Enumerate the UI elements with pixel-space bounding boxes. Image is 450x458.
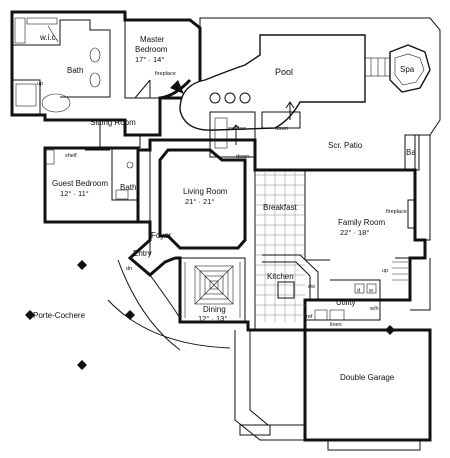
- label-breakfast: Breakfast: [263, 203, 298, 212]
- label-scr-patio: Scr. Patio: [328, 141, 363, 150]
- label-guest-bath: Bath: [120, 183, 136, 192]
- label-linen: linen: [330, 322, 342, 328]
- utility: [305, 279, 381, 321]
- label-double-garage: Double Garage: [340, 373, 395, 382]
- guest-wing: [45, 148, 138, 201]
- label-porte-cochere: Porte-Cochere: [33, 311, 86, 320]
- label-wet-bar: wet bar: [227, 126, 246, 132]
- label-down-patio: down: [275, 126, 288, 132]
- master-suite: [12, 17, 192, 115]
- label-guest-bedroom-dims: 12° · 11°: [60, 189, 89, 198]
- label-family-room-dims: 22° · 18°: [340, 228, 369, 237]
- label-master-bedroom-dims: 17° · 14°: [135, 55, 164, 64]
- label-master-bedroom-2: Bedroom: [135, 45, 168, 54]
- label-dining: Dining: [203, 305, 226, 314]
- family-room: [305, 199, 417, 281]
- dining: [180, 257, 246, 322]
- label-dn-entry: dn: [126, 266, 132, 272]
- label-down-living: down: [236, 154, 249, 160]
- label-sitting-room: Sitting Room: [90, 118, 136, 127]
- label-wic: w.i.c.: [39, 33, 58, 42]
- label-master-bath: Bath: [67, 66, 83, 75]
- living-room: [149, 101, 301, 259]
- column-markers: [25, 260, 395, 370]
- label-entry: Entry: [133, 249, 152, 258]
- label-guest-bedroom: Guest Bedroom: [52, 179, 108, 188]
- label-pool: Pool: [275, 67, 293, 77]
- room-labels: w.i.c. Bath Master Bedroom 17° · 14° fir…: [33, 33, 416, 382]
- label-dining-dims: 12° · 13°: [198, 314, 227, 323]
- label-living-room: Living Room: [183, 187, 228, 196]
- label-spa: Spa: [400, 65, 415, 74]
- label-foyer: Foyer: [151, 231, 172, 240]
- label-utility: Utility: [336, 298, 356, 307]
- label-up-bath: up: [37, 81, 43, 87]
- label-fireplace-master: fireplace: [155, 71, 176, 77]
- label-fireplace-family: fireplace: [386, 209, 407, 215]
- label-master-bedroom-1: Master: [140, 35, 165, 44]
- label-up-family: up: [382, 268, 388, 274]
- label-ref: ref: [306, 314, 313, 320]
- label-w: w: [368, 288, 373, 294]
- label-kitchen: Kitchen: [267, 272, 294, 281]
- screen-enclosure: [199, 17, 441, 311]
- label-shelf: shelf: [65, 153, 77, 159]
- label-d: d: [357, 288, 360, 294]
- label-patio-bath: Ba: [406, 148, 416, 157]
- label-dw: dw: [308, 284, 315, 290]
- label-living-room-dims: 21° · 21°: [185, 197, 214, 206]
- kitchen-breakfast: [254, 170, 319, 330]
- pool: [179, 34, 431, 131]
- label-family-room: Family Room: [338, 218, 385, 227]
- label-wh: w/h: [369, 306, 379, 312]
